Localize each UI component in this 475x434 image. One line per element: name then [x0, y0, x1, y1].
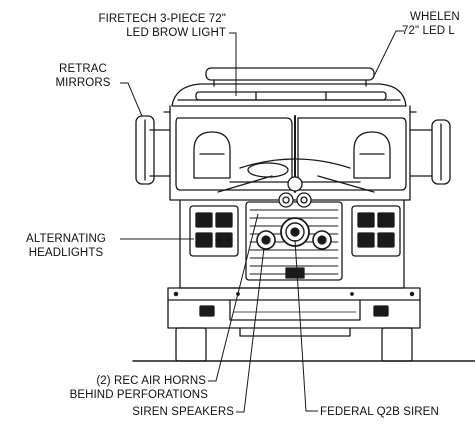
- leader-whelen: [374, 31, 404, 76]
- callout-siren-speakers-line-1: SIREN SPEAKERS: [132, 406, 234, 418]
- callout-brow-light: FIRETECH 3-PIECE 72" LED BROW LIGHT: [44, 12, 226, 40]
- windshield-left: [176, 118, 292, 190]
- callout-headlights: ALTERNATING HEADLIGHTS: [14, 232, 118, 260]
- whelen-light-bar: [206, 68, 374, 80]
- callout-whelen-line-2: 72" LED L: [402, 25, 455, 37]
- leader-air-horns: [208, 214, 258, 381]
- brow-light-bar: [196, 92, 386, 100]
- leader-siren-speakers: [236, 248, 264, 412]
- seat-left: [194, 132, 230, 178]
- callout-mirrors: RETRAC MIRRORS: [46, 62, 120, 90]
- callout-headlights-line-1: ALTERNATING: [26, 233, 106, 245]
- bumper-light-right: [374, 306, 388, 316]
- mirror-left: [136, 116, 154, 184]
- tire-right: [382, 328, 412, 361]
- callout-air-horns-line-1: (2) REC AIR HORNS: [96, 375, 206, 387]
- callout-q2b-siren-line-1: FEDERAL Q2B SIREN: [320, 406, 439, 418]
- callout-headlights-line-2: HEADLIGHTS: [28, 247, 104, 259]
- callout-whelen-line-1: WHELEN: [410, 11, 460, 23]
- leader-mirrors: [120, 83, 142, 116]
- leader-q2b-siren: [295, 240, 318, 411]
- front-bumper: [168, 288, 420, 328]
- grille: [246, 202, 342, 280]
- leader-brow-light: [229, 33, 236, 96]
- seat-right: [354, 132, 390, 178]
- callout-mirrors-line-2: MIRRORS: [55, 77, 111, 89]
- callout-air-horns: (2) REC AIR HORNS BEHIND PERFORATIONS: [0, 374, 208, 402]
- callout-brow-light-line-2: LED BROW LIGHT: [126, 27, 226, 39]
- callout-mirrors-line-1: RETRAC: [59, 63, 107, 75]
- callout-siren-speakers: SIREN SPEAKERS: [80, 405, 234, 419]
- callout-air-horns-line-2: BEHIND PERFORATIONS: [69, 389, 208, 401]
- steering-wheel: [248, 163, 288, 177]
- cab-roof: [172, 84, 406, 106]
- tire-left: [176, 328, 206, 361]
- callout-brow-light-line-1: FIRETECH 3-PIECE 72": [98, 13, 226, 25]
- bumper-light-left: [200, 306, 214, 316]
- mirror-right: [432, 120, 450, 184]
- callout-whelen: WHELEN 72" LED L: [402, 10, 475, 38]
- headlight-housing-right: [352, 206, 400, 256]
- wiper-right: [318, 176, 374, 192]
- windshield-right: [298, 118, 406, 190]
- air-horn-top: [288, 177, 302, 191]
- headlight-housing-left: [190, 206, 238, 256]
- callout-q2b-siren: FEDERAL Q2B SIREN: [320, 405, 470, 419]
- wiper-left: [218, 176, 272, 192]
